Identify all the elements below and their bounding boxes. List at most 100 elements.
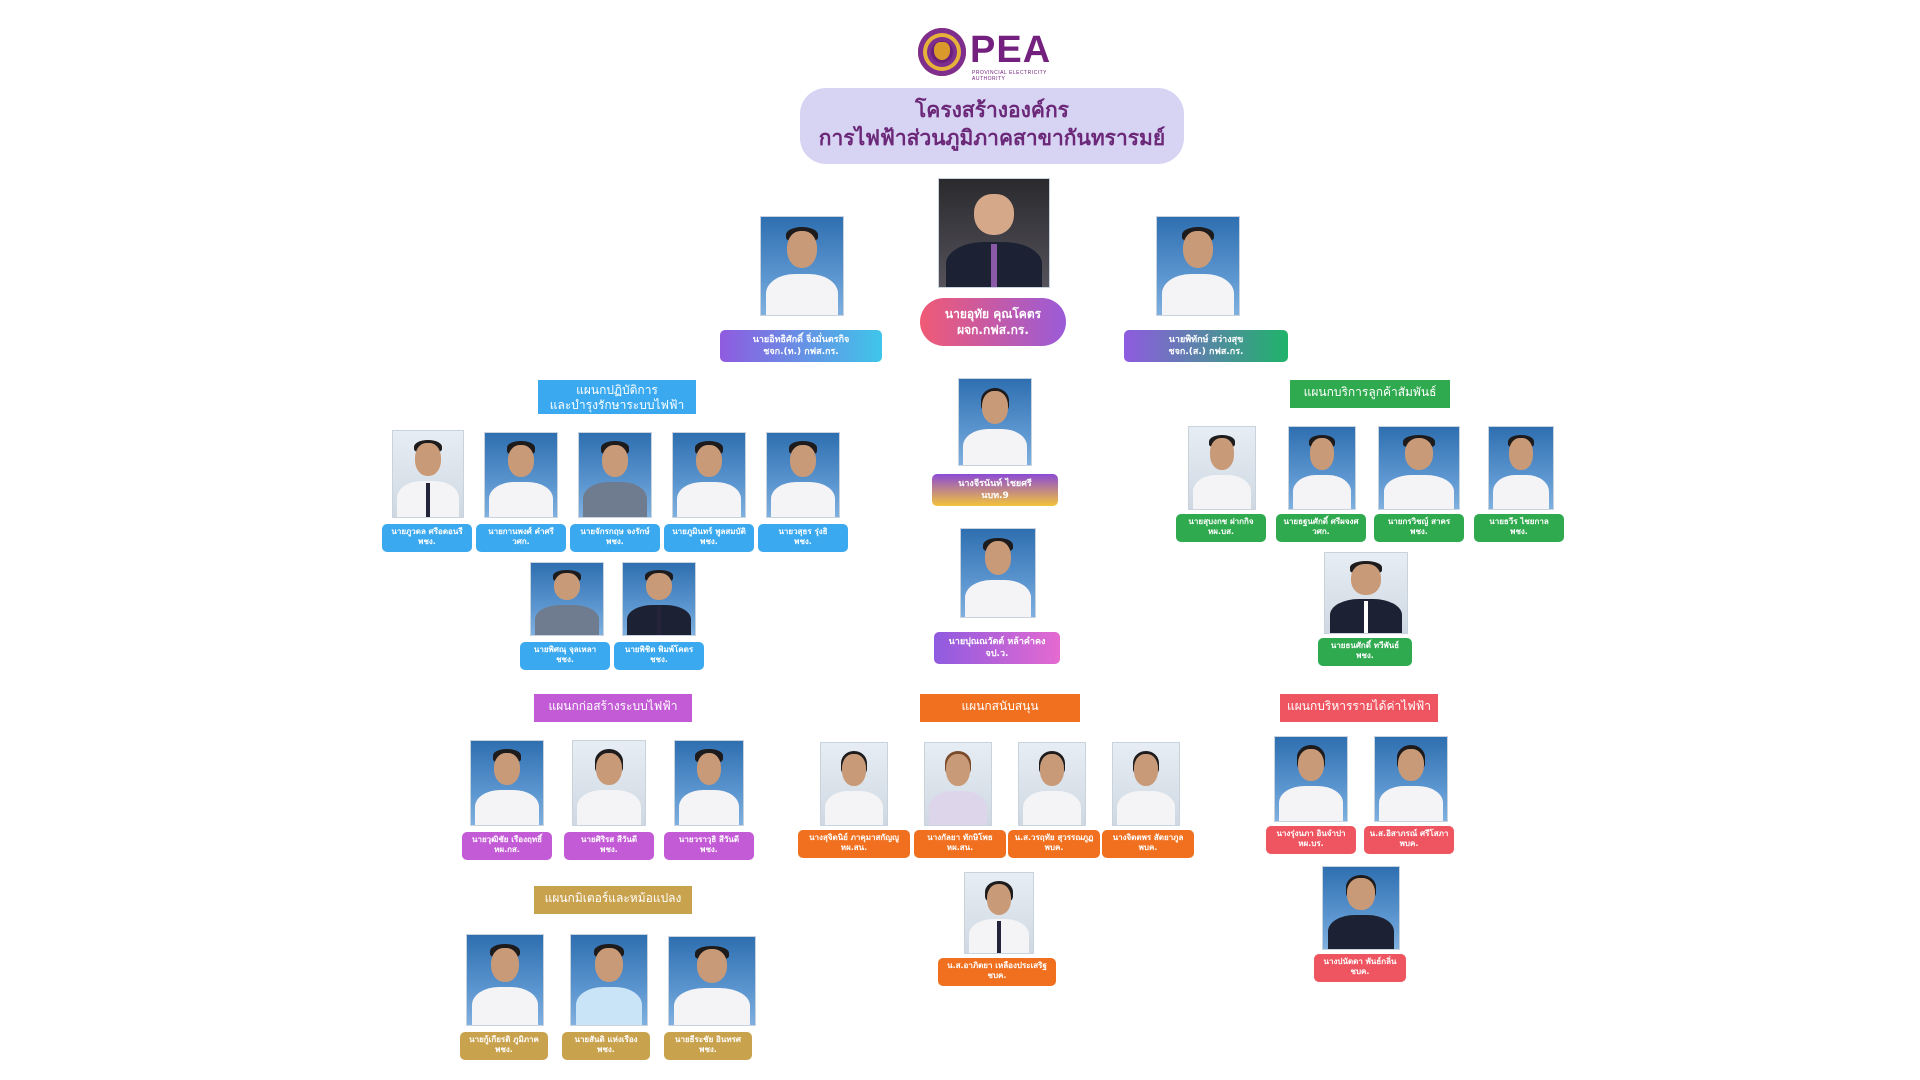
operations-name-5: นายวสุธร รุ่งธิ [778, 527, 828, 536]
operations-position-7: ชชง. [650, 655, 668, 664]
manager-name: นายอุทัย คุณโคตร [944, 307, 1042, 321]
dept-operations-title-2: และบำรุงรักษาระบบไฟฟ้า [549, 398, 685, 412]
dept-support-title: แผนกสนับสนุน [961, 699, 1039, 713]
meter-label-3: นายธีระชัย อินทรศพชง. [664, 1032, 752, 1060]
customer-label-1: นายสุบงกช ฝากกิจหผ.บส. [1176, 514, 1266, 542]
revenue-position-2: พบค. [1399, 839, 1419, 848]
operations-position-4: พชง. [700, 537, 718, 546]
meter-name-1: นายกู้เกียรติ ภูมิภาค [469, 1035, 539, 1044]
construction-photo-3 [674, 740, 744, 826]
operations-photo-7 [622, 562, 696, 636]
operations-label-2: นายกานพงศ์ คำศรีวศก. [476, 524, 566, 552]
operations-label-4: นายภูมินทร์ พูลสมบัติพชง. [664, 524, 754, 552]
pea-logo: PEA PROVINCIAL ELECTRICITY AUTHORITY [918, 28, 1058, 82]
dept-meter-header: แผนกมิเตอร์และหม้อแปลง [534, 886, 692, 914]
page-subtitle: การไฟฟ้าส่วนภูมิภาคสาขากันทรารมย์ [818, 126, 1166, 150]
page-title: โครงสร้างองค์กร [915, 98, 1069, 122]
revenue-name-3: นางปนัดดา พันธ์กลิ่น [1323, 957, 1397, 966]
meter-position-2: พชง. [597, 1045, 615, 1054]
revenue-name-2: น.ส.อิสาภรณ์ ศรีโสภา [1369, 829, 1449, 838]
construction-label-2: นายศิริรส สีวันดีพชง. [564, 832, 654, 860]
meter-name-2: นายสันติ แห่งเรือง [574, 1035, 638, 1044]
meter-label-2: นายสันติ แห่งเรืองพชง. [562, 1032, 650, 1060]
dept-revenue-title: แผนกบริหารรายได้ค่าไฟฟ้า [1287, 699, 1431, 713]
revenue-photo-2 [1374, 736, 1448, 822]
operations-photo-3 [578, 432, 652, 518]
dept-customer-title: แผนกบริการลูกค้าสัมพันธ์ [1303, 385, 1437, 399]
support-name-5: น.ส.อาภิตยา เหลืองประเสริฐ [947, 961, 1047, 970]
meter-position-1: พชง. [495, 1045, 513, 1054]
center-staff-position-1: นบท.9 [981, 491, 1009, 501]
dept-meter-title: แผนกมิเตอร์และหม้อแปลง [544, 891, 682, 905]
support-photo-4 [1112, 742, 1180, 826]
right-deputy-name: นายพิทักษ์ สว่างสุข [1168, 335, 1244, 345]
logo-brand: PEA [970, 29, 1052, 71]
operations-name-6: นายพิศณุ จุลเหลา [533, 645, 597, 654]
support-name-1: นางสุจิตนิย์ ภาคุมาสกัญญู [809, 833, 899, 842]
support-position-3: พบค. [1044, 843, 1064, 852]
revenue-photo-1 [1274, 736, 1348, 822]
construction-position-1: หผ.กส. [494, 845, 520, 854]
revenue-label-1: นางรุ่งนภา อินจำปาหผ.บร. [1266, 826, 1356, 854]
support-label-1: นางสุจิตนิย์ ภาคุมาสกัญญูหผ.สน. [798, 830, 910, 858]
left-deputy-label: นายอิทธิศักดิ์ จิ่งมั่นตรกิจ ชจก.(ท.) กฟ… [720, 330, 882, 362]
dept-support-header: แผนกสนับสนุน [920, 694, 1080, 722]
support-name-2: นางกัลยา ทักษิโพธ [927, 833, 993, 842]
support-label-4: นางจิตตพร สัตยาภูลพบค. [1102, 830, 1194, 858]
page-title-box: โครงสร้างองค์กร การไฟฟ้าส่วนภูมิภาคสาขาก… [800, 88, 1184, 164]
center-staff-position-2: จป.ว. [985, 649, 1009, 659]
customer-photo-5 [1324, 552, 1408, 634]
left-deputy-name: นายอิทธิศักดิ์ จิ่งมั่นตรกิจ [752, 335, 850, 345]
customer-position-3: พชง. [1410, 527, 1428, 536]
operations-photo-1 [392, 430, 464, 518]
operations-name-4: นายภูมินทร์ พูลสมบัติ [672, 527, 746, 536]
dept-revenue-header: แผนกบริหารรายได้ค่าไฟฟ้า [1280, 694, 1438, 722]
construction-photo-2 [572, 740, 646, 826]
center-staff-label-1: นางจีรนันท์ ไชยศรี นบท.9 [932, 474, 1058, 506]
revenue-position-3: ชบค. [1350, 967, 1370, 976]
right-deputy-photo [1156, 216, 1240, 316]
operations-name-1: นายภูวดล ศรีอดอนรี [391, 527, 463, 536]
customer-label-5: นายธนศักดิ์ ทวีพันธ์พชง. [1318, 638, 1412, 666]
center-staff-name-1: นางจีรนันท์ ไชยศรี [958, 479, 1032, 489]
construction-label-3: นายวราวุธิ สีวันดีพชง. [664, 832, 754, 860]
dept-construction-title: แผนกก่อสร้างระบบไฟฟ้า [548, 699, 678, 713]
left-deputy-position: ชจก.(ท.) กฟส.กร. [763, 347, 839, 357]
customer-name-3: นายกรวิชญ์ สาคร [1387, 517, 1451, 526]
operations-label-7: นายพิชิต พิมพ์โคตรชชง. [614, 642, 704, 670]
dept-construction-header: แผนกก่อสร้างระบบไฟฟ้า [534, 694, 692, 722]
operations-label-5: นายวสุธร รุ่งธิพชง. [758, 524, 848, 552]
customer-photo-1 [1188, 426, 1256, 510]
construction-photo-1 [470, 740, 544, 826]
manager-label: นายอุทัย คุณโคตร ผจก.กฟส.กร. [920, 298, 1066, 346]
operations-photo-5 [766, 432, 840, 518]
meter-name-3: นายธีระชัย อินทรศ [675, 1035, 741, 1044]
right-deputy-label: นายพิทักษ์ สว่างสุข ชจก.(ส.) กฟส.กร. [1124, 330, 1288, 362]
meter-photo-3 [668, 936, 756, 1026]
customer-photo-2 [1288, 426, 1356, 510]
customer-position-5: พชง. [1356, 651, 1374, 660]
manager-position: ผจก.กฟส.กร. [957, 323, 1029, 337]
support-photo-3 [1018, 742, 1086, 826]
construction-position-3: พชง. [700, 845, 718, 854]
operations-position-3: พชง. [606, 537, 624, 546]
operations-photo-4 [672, 432, 746, 518]
support-label-3: น.ส.วรฤทัย สุวรรณภูฏพบค. [1008, 830, 1100, 858]
right-deputy-position: ชจก.(ส.) กฟส.กร. [1168, 347, 1244, 357]
meter-position-3: พชง. [699, 1045, 717, 1054]
center-staff-label-2: นายปุณณวัตต์ หล้าคำคง จป.ว. [934, 632, 1060, 664]
construction-label-1: นายวุฒิชัย เรืองฤทธิ์หผ.กส. [462, 832, 552, 860]
meter-photo-2 [570, 934, 648, 1026]
operations-label-6: นายพิศณุ จุลเหลาชชง. [520, 642, 610, 670]
construction-name-1: นายวุฒิชัย เรืองฤทธิ์ [471, 835, 542, 844]
customer-position-2: วศก. [1312, 527, 1330, 536]
dept-customer-header: แผนกบริการลูกค้าสัมพันธ์ [1290, 380, 1450, 408]
customer-label-3: นายกรวิชญ์ สาครพชง. [1374, 514, 1464, 542]
support-photo-2 [924, 742, 992, 826]
logo-tagline: PROVINCIAL ELECTRICITY AUTHORITY [972, 70, 1047, 82]
customer-label-4: นายธวีร ไชยกาลพชง. [1474, 514, 1564, 542]
support-label-5: น.ส.อาภิตยา เหลืองประเสริฐชบค. [938, 958, 1056, 986]
revenue-position-1: หผ.บร. [1298, 839, 1324, 848]
customer-name-5: นายธนศักดิ์ ทวีพันธ์ [1330, 641, 1400, 650]
support-position-4: พบค. [1138, 843, 1158, 852]
